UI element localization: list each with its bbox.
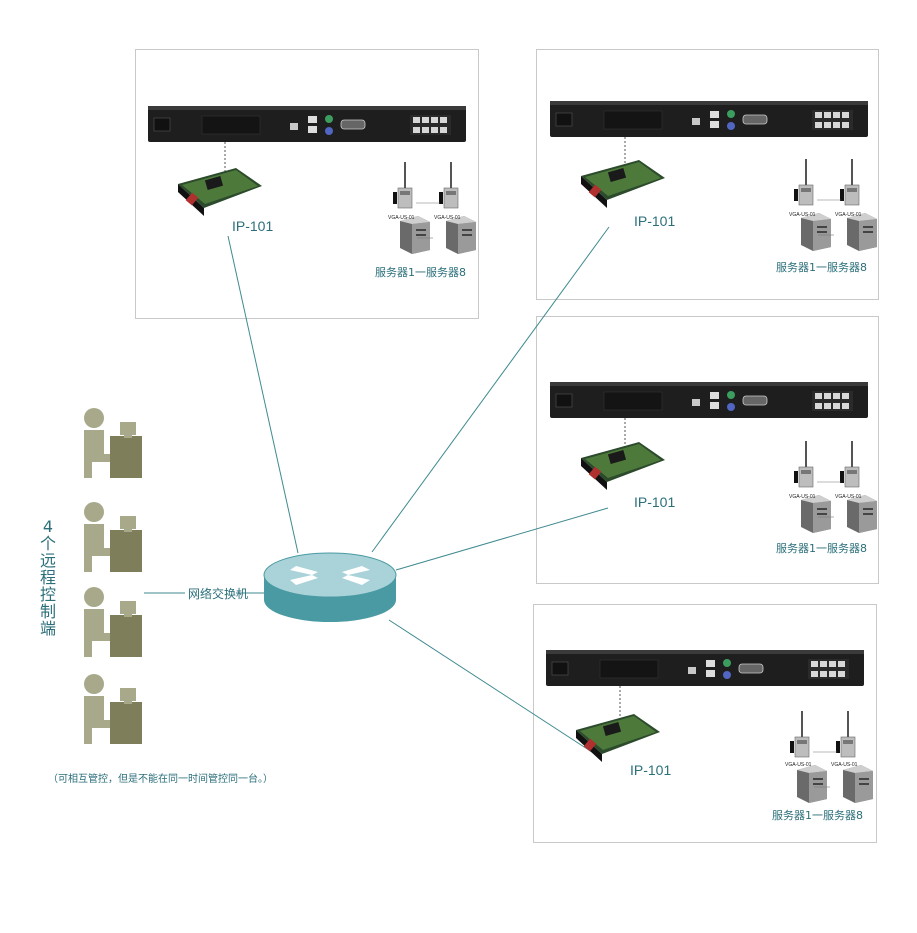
clients-note: （可相互管控，但是不能在同一时间管控同一台。） <box>48 774 273 785</box>
vga-label: VGA-US-01 <box>831 762 858 768</box>
kvm-unit-2 <box>549 100 878 252</box>
kvm-panel-3 <box>536 316 879 584</box>
vga-label: VGA-US-01 <box>789 212 816 218</box>
vga-label: VGA-US-01 <box>789 494 816 500</box>
client-person-1 <box>84 408 142 478</box>
ip-label-4: IP-101 <box>630 762 672 778</box>
client-person-2 <box>84 502 142 572</box>
kvm-unit-1 <box>147 105 477 255</box>
servers-label-4: 服务器1一服务器8 <box>772 809 863 822</box>
kvm-unit-3 <box>549 381 878 534</box>
clients-title: 4 个 远 程 控 制 端 <box>39 517 56 638</box>
vga-label: VGA-US-01 <box>835 212 862 218</box>
client-person-3 <box>84 587 142 657</box>
kvm-panel-4 <box>533 604 877 843</box>
servers-label-2: 服务器1一服务器8 <box>776 261 867 274</box>
ip-label-1: IP-101 <box>232 218 274 234</box>
ip-label-3: IP-101 <box>634 494 676 510</box>
servers-label-3: 服务器1一服务器8 <box>776 542 867 555</box>
switch-icon <box>263 552 397 622</box>
vga-label: VGA-US-01 <box>434 215 461 221</box>
vga-label: VGA-US-01 <box>388 215 415 221</box>
vga-label: VGA-US-01 <box>785 762 812 768</box>
servers-label-1: 服务器1一服务器8 <box>375 266 466 279</box>
switch-label: 网络交换机 <box>188 587 249 601</box>
client-person-4 <box>84 674 142 744</box>
kvm-unit-4 <box>545 649 874 804</box>
vga-label: VGA-US-01 <box>835 494 862 500</box>
ip-label-2: IP-101 <box>634 213 676 229</box>
